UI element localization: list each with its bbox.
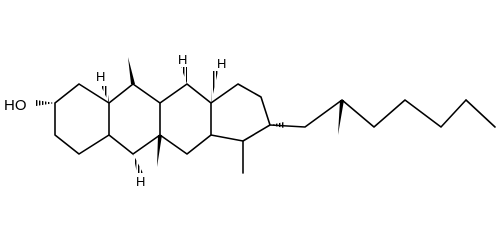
hash-c17-chain xyxy=(270,122,284,128)
wedge-c10-methyl xyxy=(157,135,162,167)
ring-b xyxy=(108,83,161,155)
skeleton-bonds xyxy=(54,83,496,174)
hash-bonds xyxy=(36,67,284,173)
hash-h-c14 xyxy=(211,71,218,103)
terminal-methyl xyxy=(465,99,496,128)
h-label-c9: H xyxy=(136,174,145,189)
hash-h-c8 xyxy=(181,67,187,84)
hash-oh xyxy=(36,100,55,106)
hash-h-c5 xyxy=(101,86,109,103)
steroid-structure-diagram: HO H H H H xyxy=(4,52,496,189)
hash-h-c9 xyxy=(133,154,143,173)
ring-d xyxy=(210,83,271,142)
wedge-bonds xyxy=(128,57,344,167)
hydroxyl-label: HO xyxy=(4,97,27,114)
ring-a xyxy=(54,83,110,155)
h-label-c14: H xyxy=(217,56,226,71)
wedge-c20-methyl xyxy=(338,100,344,135)
wedge-c6-methyl xyxy=(128,57,135,84)
ring-c xyxy=(159,83,212,155)
side-chain xyxy=(269,99,467,128)
h-label-c5: H xyxy=(96,69,105,84)
h-label-c8: H xyxy=(178,52,187,67)
